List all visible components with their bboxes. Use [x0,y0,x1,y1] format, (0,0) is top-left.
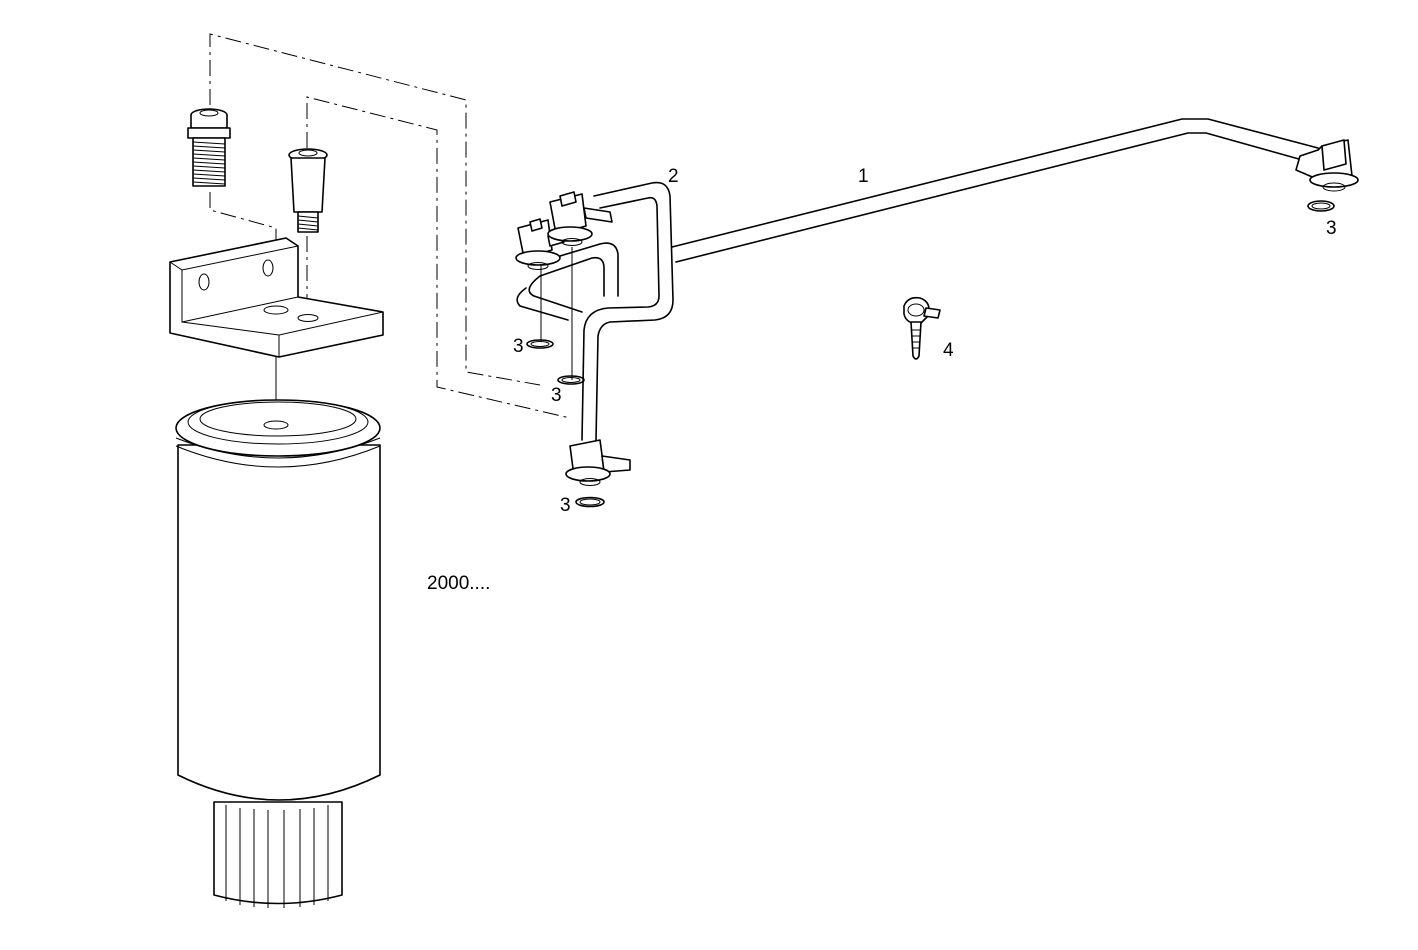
plain-fitting [288,148,328,233]
pipe-1 [671,118,1319,263]
callout-3-bottom: 3 [560,495,571,516]
callout-4: 4 [943,340,954,361]
connector-upper-left [515,218,565,270]
connector-bottom [565,439,631,486]
pipe-2 [516,181,674,441]
clamp [903,296,941,360]
callout-1: 1 [858,166,869,187]
callout-3-mid: 3 [551,385,562,406]
connector-right [1295,139,1359,192]
callout-3-left-upper: 3 [513,336,524,357]
callout-3-right: 3 [1326,218,1337,239]
callout-2: 2 [668,166,679,187]
mounting-bracket [169,237,384,358]
date-note: 2000.... [427,573,491,594]
seal-rings [526,200,1335,508]
connector-upper-right [547,191,613,246]
threaded-fitting [187,108,231,187]
filter-canister [175,399,381,908]
